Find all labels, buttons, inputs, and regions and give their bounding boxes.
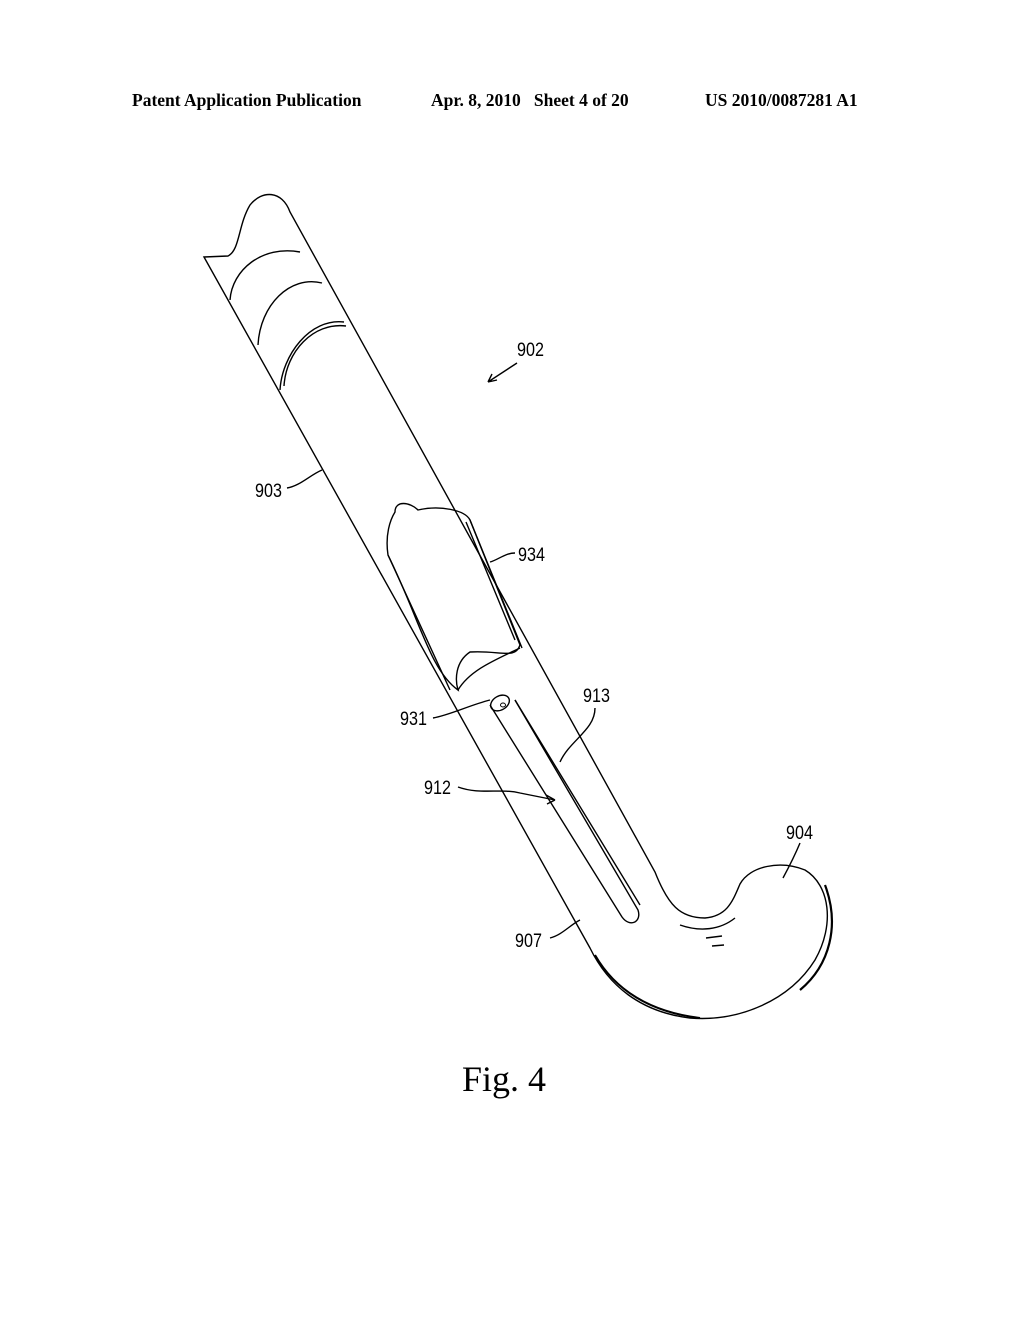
grip-band bbox=[229, 250, 301, 301]
heel-edge bbox=[594, 954, 701, 1019]
leader-934 bbox=[489, 552, 516, 563]
label-912: 912 bbox=[424, 777, 451, 799]
header-patent-number: US 2010/0087281 A1 bbox=[705, 90, 858, 110]
leader-904 bbox=[782, 842, 801, 879]
leader-913 bbox=[559, 707, 596, 763]
label-903: 903 bbox=[255, 480, 282, 502]
header-publication: Patent Application Publication bbox=[132, 90, 362, 110]
label-907: 907 bbox=[515, 930, 542, 952]
grip-band bbox=[279, 321, 345, 391]
slot bbox=[489, 699, 640, 924]
grip-band bbox=[257, 281, 323, 346]
leader-907 bbox=[549, 919, 581, 939]
stick-outline bbox=[202, 193, 828, 1020]
head-edge bbox=[799, 884, 833, 991]
grip-band bbox=[283, 325, 347, 387]
header-date-sheet: Apr. 8, 2010 Sheet 4 of 20 bbox=[431, 90, 629, 110]
leader-902 bbox=[487, 362, 518, 383]
label-913: 913 bbox=[583, 685, 610, 707]
toe-shading bbox=[679, 917, 736, 947]
pin bbox=[489, 694, 511, 712]
label-904: 904 bbox=[786, 822, 813, 844]
figure-caption: Fig. 4 bbox=[462, 1059, 547, 1099]
label-931: 931 bbox=[400, 708, 427, 730]
slot-edge bbox=[514, 699, 641, 906]
label-934: 934 bbox=[518, 544, 545, 566]
label-902: 902 bbox=[517, 339, 544, 361]
leader-912 bbox=[457, 786, 556, 805]
leader-931 bbox=[432, 699, 491, 719]
leader-903 bbox=[286, 469, 323, 489]
